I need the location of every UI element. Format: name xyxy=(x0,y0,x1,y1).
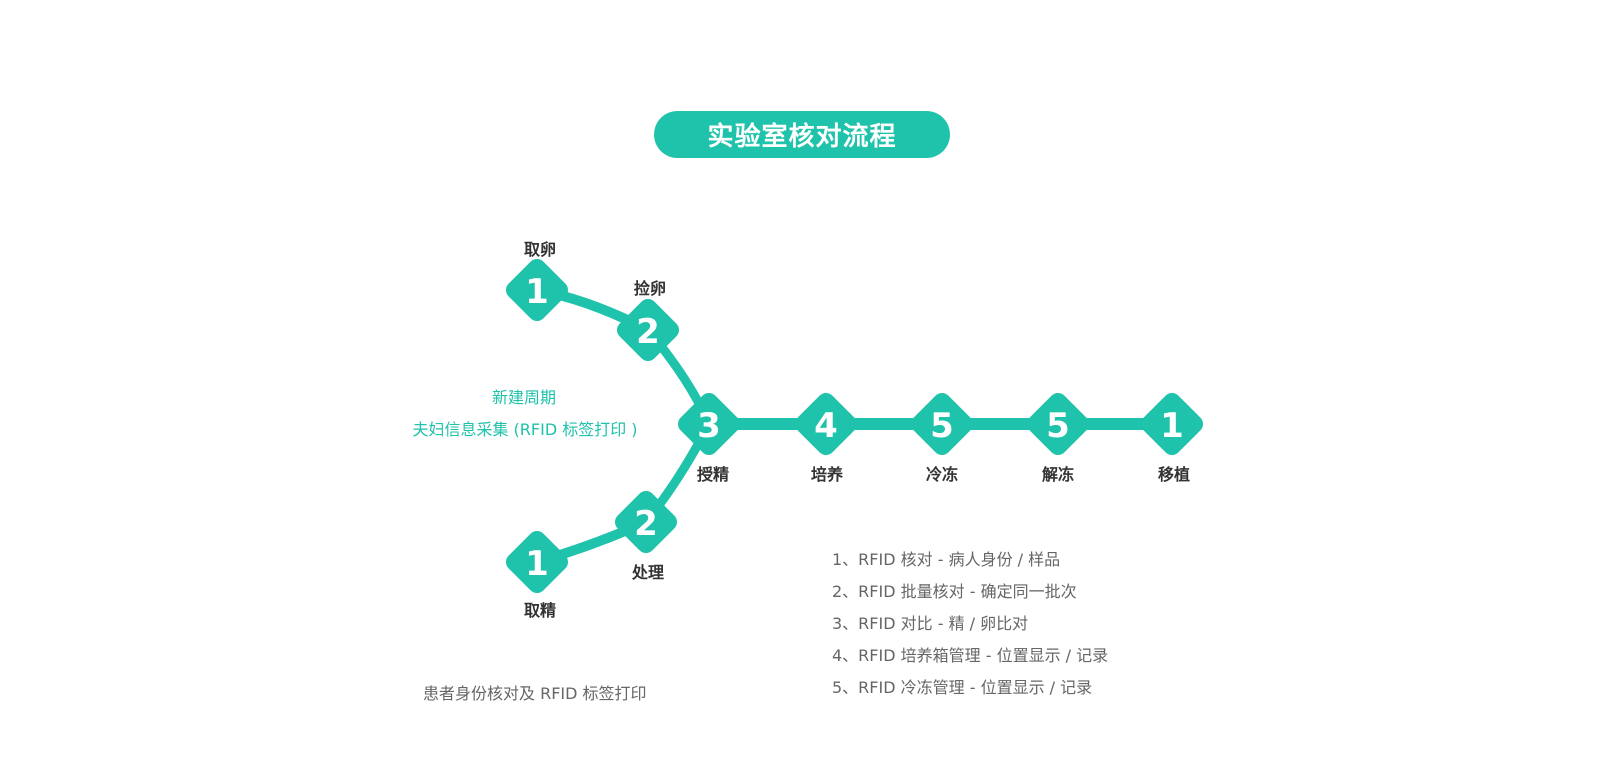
node-qujing-number: 1 xyxy=(525,544,549,584)
node-chuli-number: 2 xyxy=(634,504,658,544)
node-lengdong-shape xyxy=(911,393,973,455)
node-shoujing-label: 授精 xyxy=(696,465,730,484)
node-qujing-label: 取精 xyxy=(523,601,557,620)
node-jianluan-label: 捡卵 xyxy=(633,279,667,298)
legend-item: 4、RFID 培养箱管理 - 位置显示 / 记录 xyxy=(832,646,1109,665)
node-peiyang-label: 培养 xyxy=(810,465,844,484)
note-new-cycle: 新建周期 xyxy=(491,388,557,407)
page-title: 实验室核对流程 xyxy=(654,111,950,158)
node-jianluan-shape xyxy=(617,299,679,361)
node-quluan-label: 取卵 xyxy=(523,240,557,259)
node-quluan-shape xyxy=(506,259,568,321)
node-chuli-shape xyxy=(615,491,677,553)
rfid-legend: 1、RFID 核对 - 病人身份 / 样品 2、RFID 批量核对 - 确定同一… xyxy=(832,548,1108,708)
node-yizhi-label: 移植 xyxy=(1157,465,1191,484)
node-yizhi-number: 1 xyxy=(1160,406,1184,446)
node-jiedong-label: 解冻 xyxy=(1041,465,1075,484)
legend-item: 3、RFID 对比 - 精 / 卵比对 xyxy=(832,614,1029,633)
node-quluan-number: 1 xyxy=(525,272,549,312)
node-chuli-label: 处理 xyxy=(631,563,665,582)
node-qujing-shape xyxy=(506,531,568,593)
node-jiedong-number: 5 xyxy=(1046,406,1070,446)
legend-item: 2、RFID 批量核对 - 确定同一批次 xyxy=(832,582,1077,601)
node-jianluan-number: 2 xyxy=(636,312,660,352)
legend-item: 5、RFID 冷冻管理 - 位置显示 / 记录 xyxy=(832,678,1093,697)
node-shoujing-shape xyxy=(678,393,740,455)
note-couple-info: 夫妇信息采集 (RFID 标签打印 ) xyxy=(412,420,638,439)
note-patient-check: 患者身份核对及 RFID 标签打印 xyxy=(423,684,647,703)
node-lengdong-number: 5 xyxy=(930,406,954,446)
legend-item: 1、RFID 核对 - 病人身份 / 样品 xyxy=(832,550,1061,569)
node-peiyang-number: 4 xyxy=(814,406,838,446)
node-shoujing-number: 3 xyxy=(697,406,721,446)
node-jiedong-shape xyxy=(1027,393,1089,455)
node-lengdong-label: 冷冻 xyxy=(925,465,959,484)
node-peiyang-shape xyxy=(795,393,857,455)
node-yizhi-shape xyxy=(1141,393,1203,455)
